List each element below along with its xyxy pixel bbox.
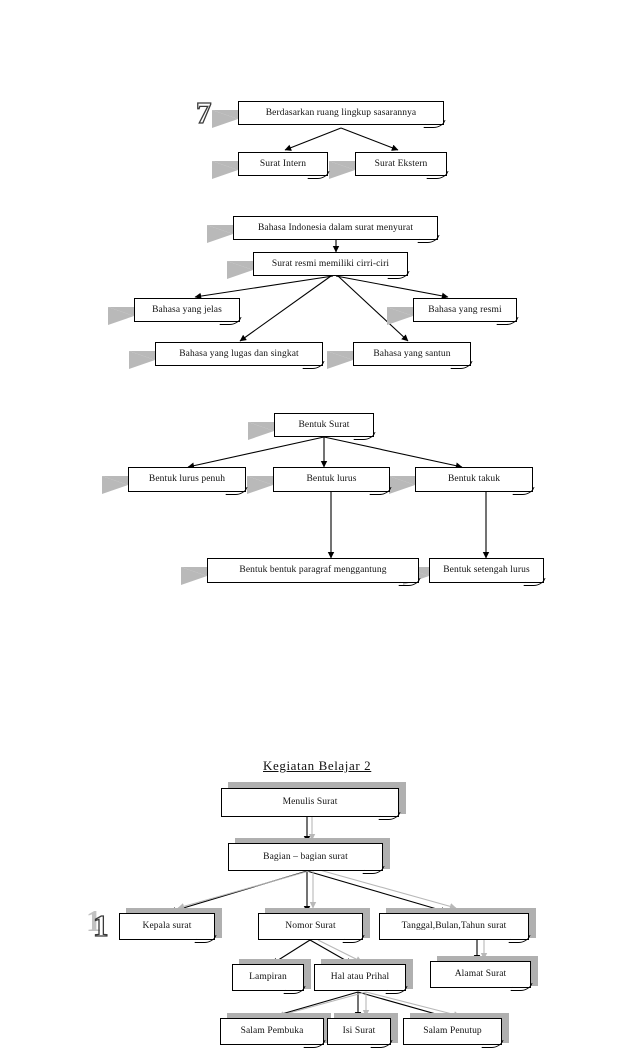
box-shadow-wedge xyxy=(212,161,238,179)
node-isi-surat[interactable]: Isi Surat xyxy=(327,1018,391,1045)
box-shadow-wedge xyxy=(248,422,274,440)
node-bentuk-takuk[interactable]: Bentuk takuk xyxy=(415,467,533,492)
node-label: Bagian – bagian surat xyxy=(263,851,348,862)
box-shadow-wedge xyxy=(102,476,128,494)
box-shadow-wedge xyxy=(327,351,353,369)
node-hal-atau-prihal[interactable]: Hal atau Prihal xyxy=(314,964,406,991)
page-title-kegiatan-belajar-2: Kegiatan Belajar 2 xyxy=(263,758,372,773)
node-berdasarkan-ruang-lingkup[interactable]: Berdasarkan ruang lingkup sasarannya xyxy=(238,101,444,125)
node-label: Menulis Surat xyxy=(282,797,338,808)
node-label: Surat Ekstern xyxy=(374,158,428,169)
node-kepala-surat[interactable]: Kepala surat xyxy=(119,913,215,940)
node-label: Kepala surat xyxy=(142,921,192,932)
box-shadow-wedge xyxy=(212,110,238,128)
node-bentuk-paragraf-menggantung[interactable]: Bentuk bentuk paragraf menggantung xyxy=(207,558,419,583)
node-label: Bentuk Surat xyxy=(298,419,350,430)
node-bentuk-lurus-penuh[interactable]: Bentuk lurus penuh xyxy=(128,467,246,492)
node-bahasa-indonesia-surat-menyurat[interactable]: Bahasa Indonesia dalam surat menyurat xyxy=(233,216,438,240)
node-surat-intern[interactable]: Surat Intern xyxy=(238,152,328,176)
node-alamat-surat[interactable]: Alamat Surat xyxy=(430,961,531,988)
node-label: Bahasa yang resmi xyxy=(428,304,502,315)
node-salam-pembuka[interactable]: Salam Pembuka xyxy=(220,1018,324,1045)
node-label: Tanggal,Bulan,Tahun surat xyxy=(401,921,507,932)
node-surat-resmi-ciri[interactable]: Surat resmi memiliki cirri-ciri xyxy=(253,252,408,276)
node-menulis-surat[interactable]: Menulis Surat xyxy=(221,788,399,817)
node-nomor-surat[interactable]: Nomor Surat xyxy=(258,913,363,940)
node-bahasa-yang-jelas[interactable]: Bahasa yang jelas xyxy=(134,298,240,322)
node-label: Surat resmi memiliki cirri-ciri xyxy=(271,258,390,269)
node-surat-ekstern[interactable]: Surat Ekstern xyxy=(355,152,447,176)
node-label: Salam Penutup xyxy=(423,1026,482,1037)
node-salam-penutup[interactable]: Salam Penutup xyxy=(403,1018,502,1045)
box-shadow-wedge xyxy=(227,261,253,279)
node-label: Bentuk lurus xyxy=(306,474,357,485)
node-bagian-bagian-surat[interactable]: Bagian – bagian surat xyxy=(228,843,383,871)
node-label: Bahasa Indonesia dalam surat menyurat xyxy=(257,222,414,233)
node-label: Bentuk setengah lurus xyxy=(443,565,530,576)
box-shadow-wedge xyxy=(329,161,355,179)
box-shadow-wedge xyxy=(108,307,134,325)
node-bentuk-surat[interactable]: Bentuk Surat xyxy=(274,413,374,437)
node-label: Bentuk takuk xyxy=(447,474,501,485)
node-bentuk-setengah-lurus[interactable]: Bentuk setengah lurus xyxy=(429,558,544,583)
node-bentuk-lurus[interactable]: Bentuk lurus xyxy=(273,467,390,492)
page-number-1: 1 xyxy=(92,908,109,943)
node-label: Surat Intern xyxy=(259,158,307,169)
box-shadow-wedge xyxy=(207,225,233,243)
box-shadow-wedge xyxy=(247,476,273,494)
node-label: Bentuk lurus penuh xyxy=(148,474,226,485)
node-label: Bahasa yang santun xyxy=(373,348,451,359)
node-tanggal-bulan-tahun-surat[interactable]: Tanggal,Bulan,Tahun surat xyxy=(379,913,529,940)
node-label: Isi Surat xyxy=(342,1026,376,1037)
node-label: Nomor Surat xyxy=(285,921,336,932)
node-label: Bahasa yang lugas dan singkat xyxy=(179,348,299,359)
node-label: Bentuk bentuk paragraf menggantung xyxy=(239,565,387,576)
node-bahasa-yang-resmi[interactable]: Bahasa yang resmi xyxy=(413,298,517,322)
node-bahasa-lugas-singkat[interactable]: Bahasa yang lugas dan singkat xyxy=(155,342,323,366)
box-shadow-wedge xyxy=(387,307,413,325)
node-label: Hal atau Prihal xyxy=(330,972,390,983)
node-label: Alamat Surat xyxy=(454,969,507,980)
node-bahasa-yang-santun[interactable]: Bahasa yang santun xyxy=(353,342,471,366)
box-shadow-wedge xyxy=(129,351,155,369)
node-label: Bahasa yang jelas xyxy=(152,304,222,315)
page-number-7: 7 xyxy=(195,95,212,130)
box-shadow-wedge xyxy=(181,567,207,585)
node-label: Salam Pembuka xyxy=(240,1026,304,1037)
node-label: Lampiran xyxy=(249,972,287,983)
box-shadow-wedge xyxy=(389,476,415,494)
node-label: Berdasarkan ruang lingkup sasarannya xyxy=(265,107,417,118)
node-lampiran[interactable]: Lampiran xyxy=(232,964,304,991)
page-number-1-ghost: 1 xyxy=(86,903,102,938)
